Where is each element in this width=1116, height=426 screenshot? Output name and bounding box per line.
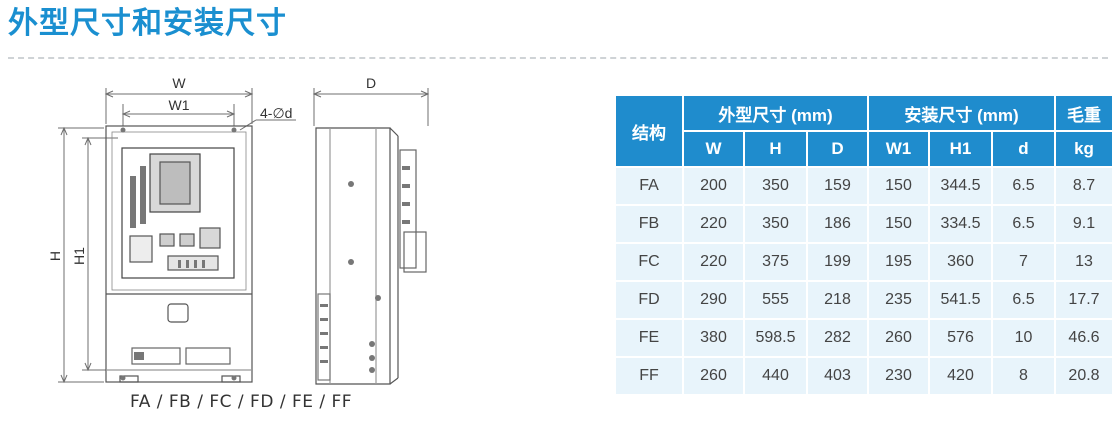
cell-w1: 230	[869, 358, 928, 394]
cell-weight: 8.7	[1056, 168, 1112, 204]
cell-h: 555	[745, 282, 806, 318]
header-w1: W1	[869, 132, 928, 166]
table-header-row: 结构 外型尺寸 (mm) 安装尺寸 (mm) 毛重	[616, 96, 1112, 166]
cell-d: 403	[808, 358, 867, 394]
dimension-drawing: W W1 4-∅d D H H1	[47, 75, 430, 385]
cell-weight: 20.8	[1056, 358, 1112, 394]
cell-weight: 17.7	[1056, 282, 1112, 318]
cell-hole-d: 8	[993, 358, 1054, 394]
table-row: FD 290 555 218 235 541.5 6.5 17.7	[616, 282, 1112, 318]
cell-hole-d: 6.5	[993, 168, 1054, 204]
cell-hole-d: 6.5	[993, 206, 1054, 242]
cell-h: 350	[745, 206, 806, 242]
table-row: FC 220 375 199 195 360 7 13	[616, 244, 1112, 280]
cell-w: 260	[684, 358, 743, 394]
header-d: D	[808, 132, 867, 166]
header-structure: 结构	[616, 96, 682, 166]
cell-h1: 360	[930, 244, 991, 280]
cell-w1: 260	[869, 320, 928, 356]
page-title: 外型尺寸和安装尺寸	[8, 6, 287, 41]
dim-label-d: D	[366, 75, 376, 91]
cell-h: 440	[745, 358, 806, 394]
header-weight: 毛重	[1056, 96, 1112, 130]
cell-structure: FA	[616, 168, 682, 204]
cell-structure: FB	[616, 206, 682, 242]
cell-d: 218	[808, 282, 867, 318]
cell-w: 220	[684, 206, 743, 242]
header-w: W	[684, 132, 743, 166]
header-hole-d: d	[993, 132, 1054, 166]
cell-hole-d: 7	[993, 244, 1054, 280]
cell-w1: 150	[869, 168, 928, 204]
cell-structure: FC	[616, 244, 682, 280]
cell-weight: 46.6	[1056, 320, 1112, 356]
cell-hole-d: 6.5	[993, 282, 1054, 318]
cell-h1: 344.5	[930, 168, 991, 204]
model-caption: FA / FB / FC / FD / FE / FF	[130, 392, 353, 412]
cell-h: 598.5	[745, 320, 806, 356]
table-row: FF 260 440 403 230 420 8 20.8	[616, 358, 1112, 394]
table-row: FE 380 598.5 282 260 576 10 46.6	[616, 320, 1112, 356]
dim-label-h: H	[47, 251, 63, 261]
dim-label-hole: 4-∅d	[260, 105, 292, 121]
header-h: H	[745, 132, 806, 166]
cell-w: 290	[684, 282, 743, 318]
cell-w: 220	[684, 244, 743, 280]
cell-weight: 9.1	[1056, 206, 1112, 242]
cell-h1: 334.5	[930, 206, 991, 242]
dim-label-w1: W1	[169, 97, 190, 113]
dim-label-h1: H1	[71, 247, 87, 265]
cell-h: 350	[745, 168, 806, 204]
cell-w: 200	[684, 168, 743, 204]
dashed-divider	[8, 57, 1108, 59]
dimension-table: 结构 外型尺寸 (mm) 安装尺寸 (mm) 毛重 W H D W1 H1 d …	[614, 94, 1114, 396]
cell-w1: 150	[869, 206, 928, 242]
cell-hole-d: 10	[993, 320, 1054, 356]
header-h1: H1	[930, 132, 991, 166]
cell-d: 159	[808, 168, 867, 204]
dim-label-w: W	[172, 75, 186, 91]
table-subheader-row: W H D W1 H1 d kg	[616, 132, 1112, 166]
cell-weight: 13	[1056, 244, 1112, 280]
cell-structure: FE	[616, 320, 682, 356]
cell-h1: 420	[930, 358, 991, 394]
cell-h1: 576	[930, 320, 991, 356]
cell-w: 380	[684, 320, 743, 356]
cell-d: 186	[808, 206, 867, 242]
header-kg: kg	[1056, 132, 1112, 166]
header-outline-size: 外型尺寸 (mm)	[684, 96, 867, 130]
cell-h: 375	[745, 244, 806, 280]
cell-structure: FF	[616, 358, 682, 394]
table-row: FB 220 350 186 150 334.5 6.5 9.1	[616, 206, 1112, 242]
header-mount-size: 安装尺寸 (mm)	[869, 96, 1054, 130]
table-row: FA 200 350 159 150 344.5 6.5 8.7	[616, 168, 1112, 204]
cell-h1: 541.5	[930, 282, 991, 318]
cell-structure: FD	[616, 282, 682, 318]
cell-d: 282	[808, 320, 867, 356]
cell-w1: 235	[869, 282, 928, 318]
cell-w1: 195	[869, 244, 928, 280]
cell-d: 199	[808, 244, 867, 280]
